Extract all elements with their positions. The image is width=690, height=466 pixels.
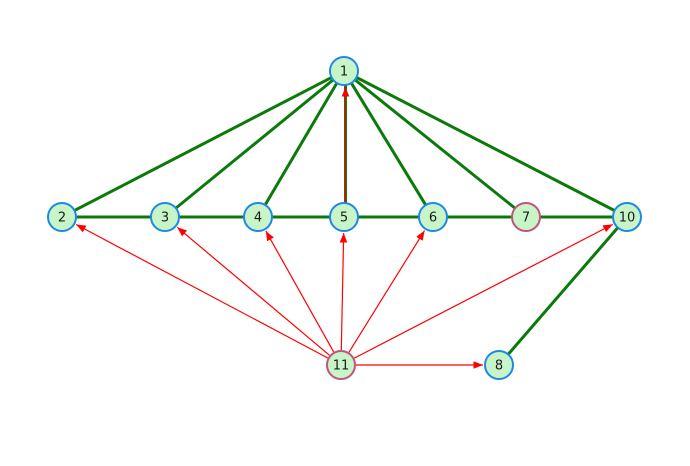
node-circle: [150, 202, 180, 232]
node-circle: [329, 202, 359, 232]
node-circle: [511, 202, 541, 232]
node-circle: [243, 202, 273, 232]
node-circle: [326, 350, 356, 380]
node-8[interactable]: 8: [484, 350, 514, 380]
arrow-11-to-4: [265, 230, 335, 353]
node-label: 7: [522, 211, 530, 226]
node-label: 6: [429, 211, 437, 226]
node-2[interactable]: 2: [47, 202, 77, 232]
node-label: 5: [340, 211, 348, 226]
arrow-11-to-10: [354, 223, 614, 359]
node-circle: [329, 56, 359, 86]
node-5[interactable]: 5: [329, 202, 359, 232]
node-10[interactable]: 10: [612, 202, 642, 232]
node-circle: [418, 202, 448, 232]
node-label: 4: [254, 211, 262, 226]
node-label: 3: [161, 211, 169, 226]
directed-edges: [75, 87, 614, 369]
node-circle: [47, 202, 77, 232]
node-3[interactable]: 3: [150, 202, 180, 232]
arrow-11-to-3: [176, 226, 330, 356]
edge-1-6: [350, 82, 427, 206]
arrow-11-to-2: [75, 223, 329, 359]
node-label: 11: [333, 359, 350, 374]
edge-1-10: [355, 76, 616, 212]
nodes: 1 2 3 4 5 6 7 10 8 11: [47, 56, 642, 380]
node-circle: [612, 202, 642, 232]
arrow-11-to-5: [339, 232, 348, 351]
node-4[interactable]: 4: [243, 202, 273, 232]
node-label: 2: [58, 211, 66, 226]
node-label: 1: [340, 65, 348, 80]
edge-1-2: [73, 76, 333, 212]
edge-1-4: [264, 82, 338, 206]
node-label: 8: [495, 359, 503, 374]
edge-1-3: [175, 78, 334, 210]
edge-8-10: [507, 226, 619, 356]
node-11[interactable]: 11: [326, 350, 356, 380]
node-7[interactable]: 7: [511, 202, 541, 232]
node-1[interactable]: 1: [329, 56, 359, 86]
arrow-11-to-6: [348, 230, 426, 353]
node-label: 10: [619, 211, 636, 226]
edge-1-7: [354, 78, 516, 210]
undirected-edges: [73, 76, 619, 356]
node-6[interactable]: 6: [418, 202, 448, 232]
node-circle: [484, 350, 514, 380]
